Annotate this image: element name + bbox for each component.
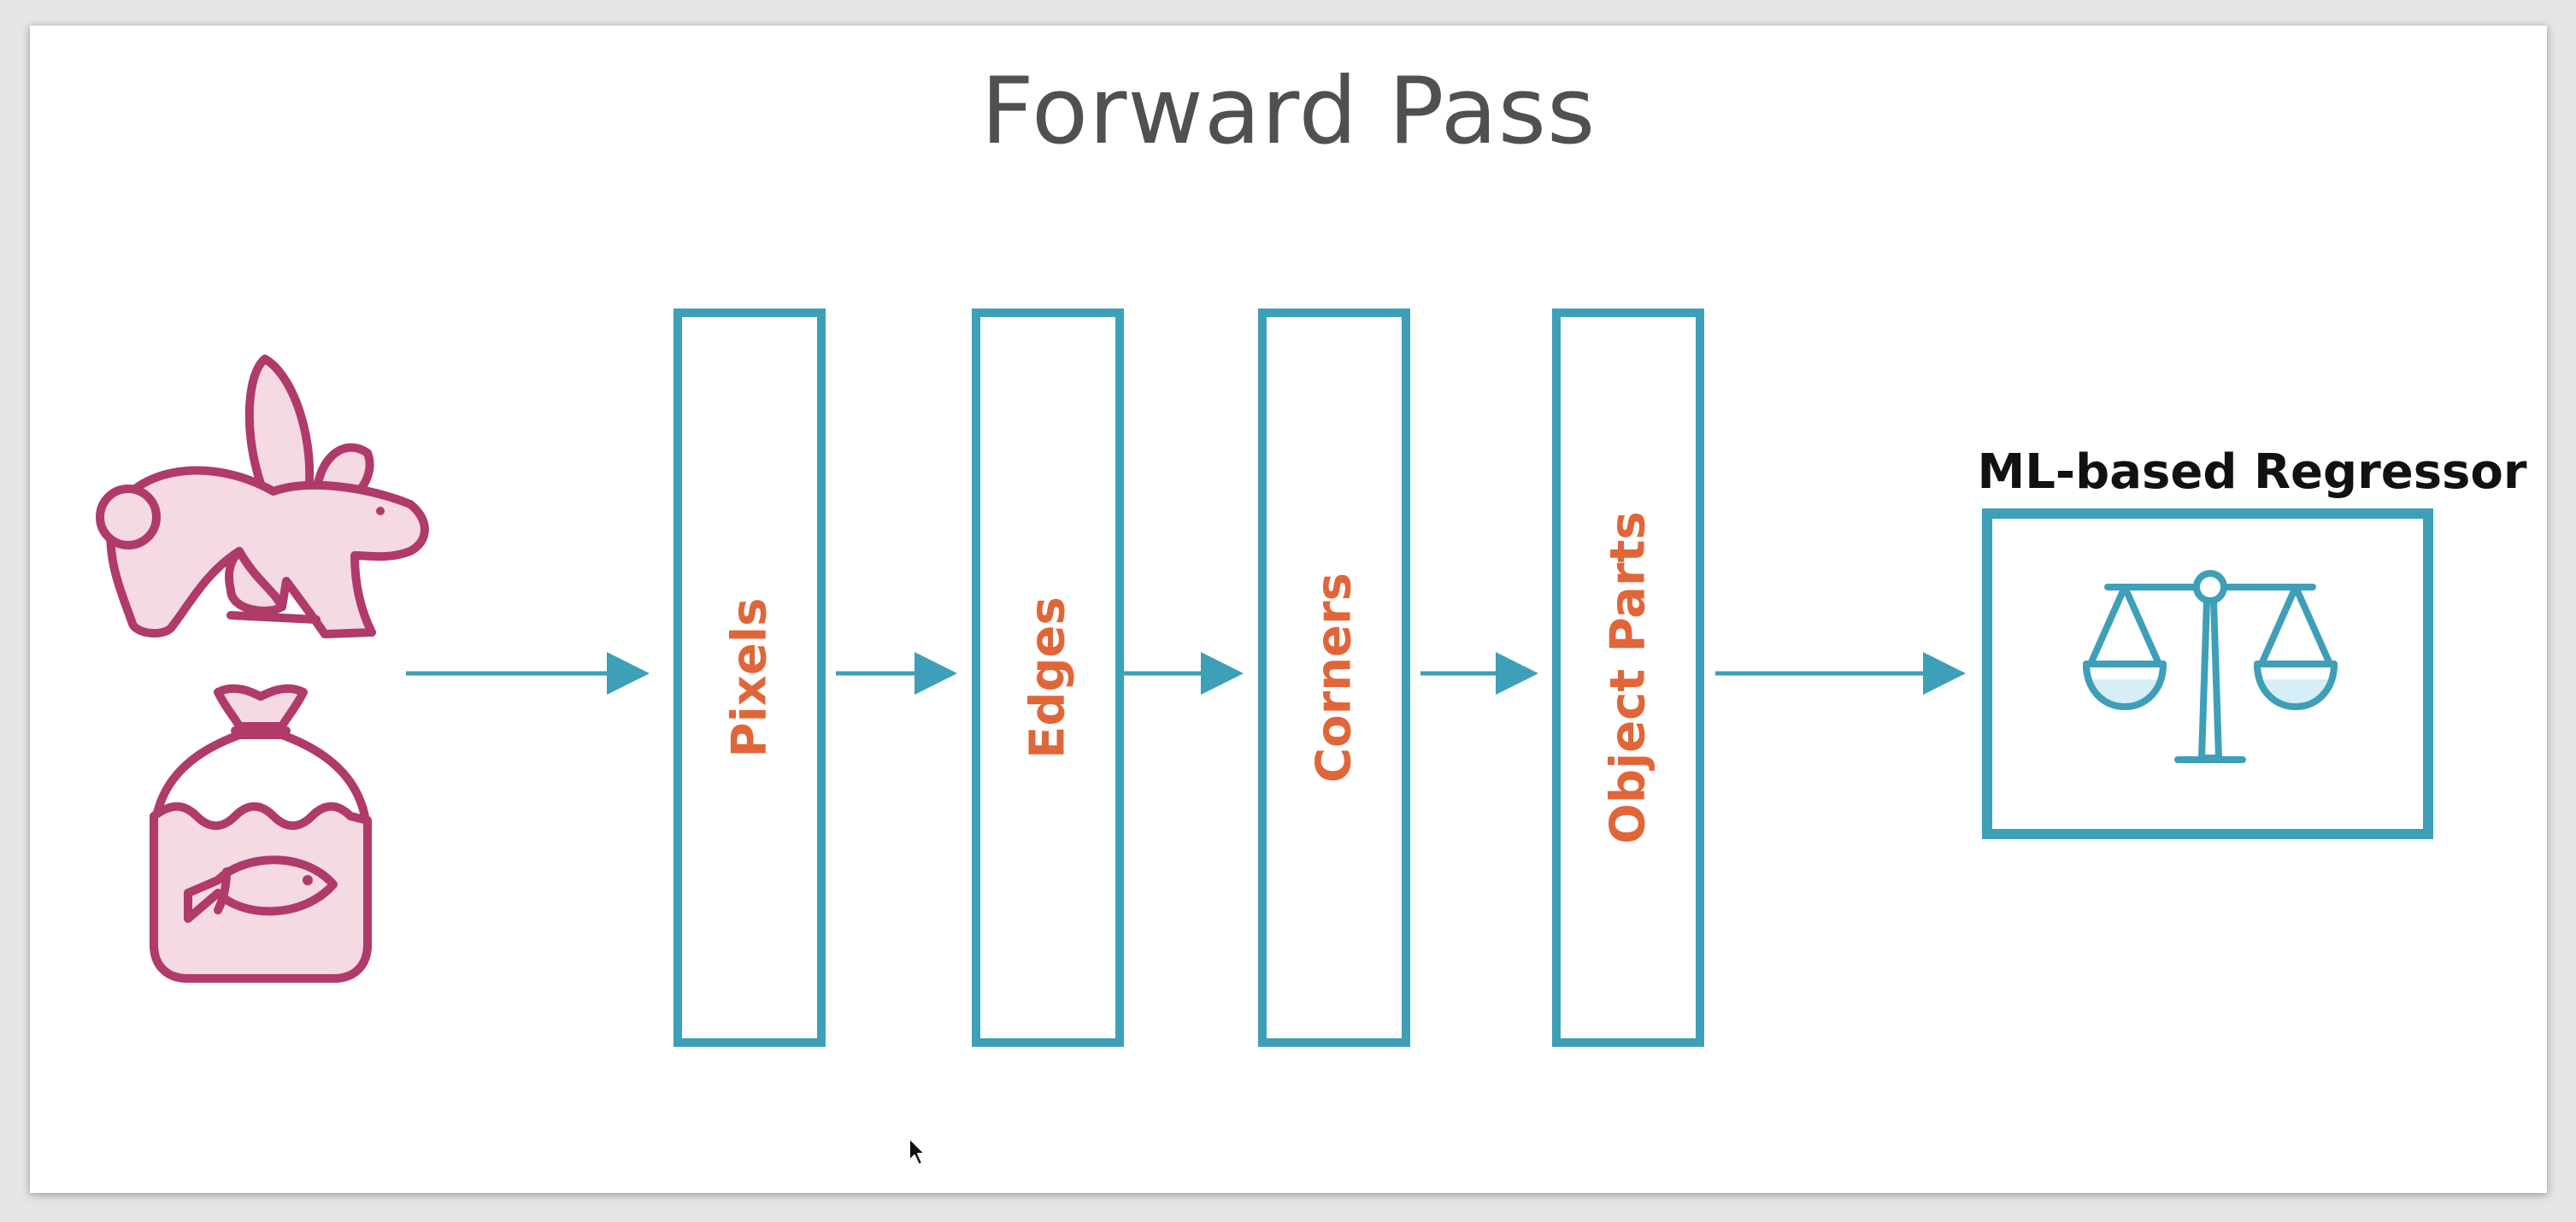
layer-box-pixels: Pixels bbox=[673, 308, 826, 1047]
mouse-cursor-icon bbox=[909, 1137, 926, 1166]
layer-box-edges: Edges bbox=[972, 308, 1124, 1047]
slide-title: Forward Pass bbox=[980, 58, 1597, 165]
layer-box-object-parts: Object Parts bbox=[1552, 308, 1704, 1047]
slide: Forward Pass bbox=[30, 26, 2547, 1193]
regressor-box bbox=[1982, 508, 2433, 839]
balance-scale-icon bbox=[2083, 570, 2338, 763]
rabbit-icon bbox=[96, 355, 429, 638]
flow-arrows bbox=[406, 652, 1966, 695]
regressor-title: ML-based Regressor bbox=[1977, 444, 2527, 500]
layer-box-corners: Corners bbox=[1258, 308, 1410, 1047]
fish-bowl-icon bbox=[150, 684, 372, 983]
